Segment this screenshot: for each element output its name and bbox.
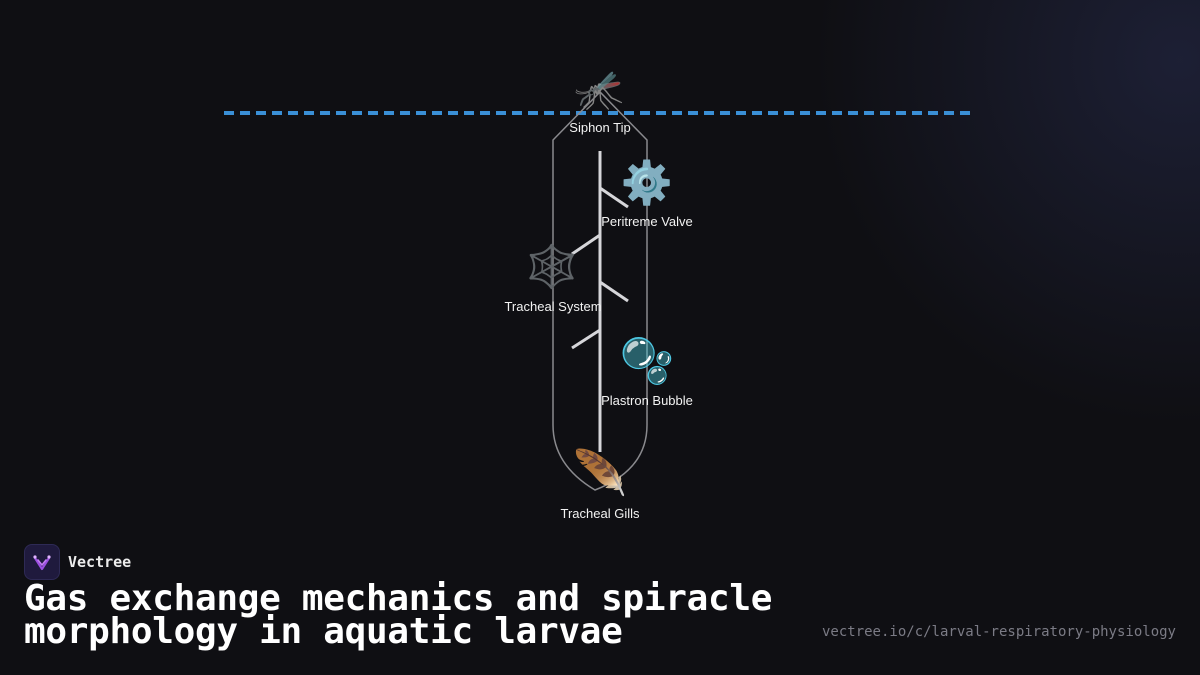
larva-body-outline <box>552 90 648 491</box>
spider-web-icon: 🕸️ <box>525 242 579 291</box>
page-title: Gas exchange mechanics and spiracle morp… <box>24 578 773 652</box>
diagram-area: 🦟 Siphon Tip ⚙️ Peritreme Valve 🕸️ Trach… <box>224 67 976 521</box>
gear-icon: ⚙️ <box>620 158 674 207</box>
feather-icon: 🪶 <box>572 448 628 499</box>
trachea-branch <box>599 280 629 303</box>
bubbles-icon: 🫧 <box>619 336 675 387</box>
node-label-tracheal-gills: Tracheal Gills <box>560 506 640 521</box>
trachea-branch <box>571 328 601 350</box>
node-label-siphon-tip: Siphon Tip <box>569 120 631 135</box>
mosquito-icon: 🦟 <box>574 67 624 113</box>
brand: Vectree <box>24 544 131 580</box>
brand-name: Vectree <box>68 553 132 571</box>
source-url[interactable]: vectree.io/c/larval-respiratory-physiolo… <box>821 624 1176 640</box>
trachea-branch <box>571 233 601 256</box>
node-label-peritreme-valve: Peritreme Valve <box>601 214 693 229</box>
diagram-svg <box>224 90 976 491</box>
node-label-tracheal-system: Tracheal System <box>504 299 602 314</box>
trachea-branch <box>599 186 629 209</box>
node-label-plastron-bubble: Plastron Bubble <box>601 393 693 408</box>
vectree-logo-icon <box>24 544 60 580</box>
